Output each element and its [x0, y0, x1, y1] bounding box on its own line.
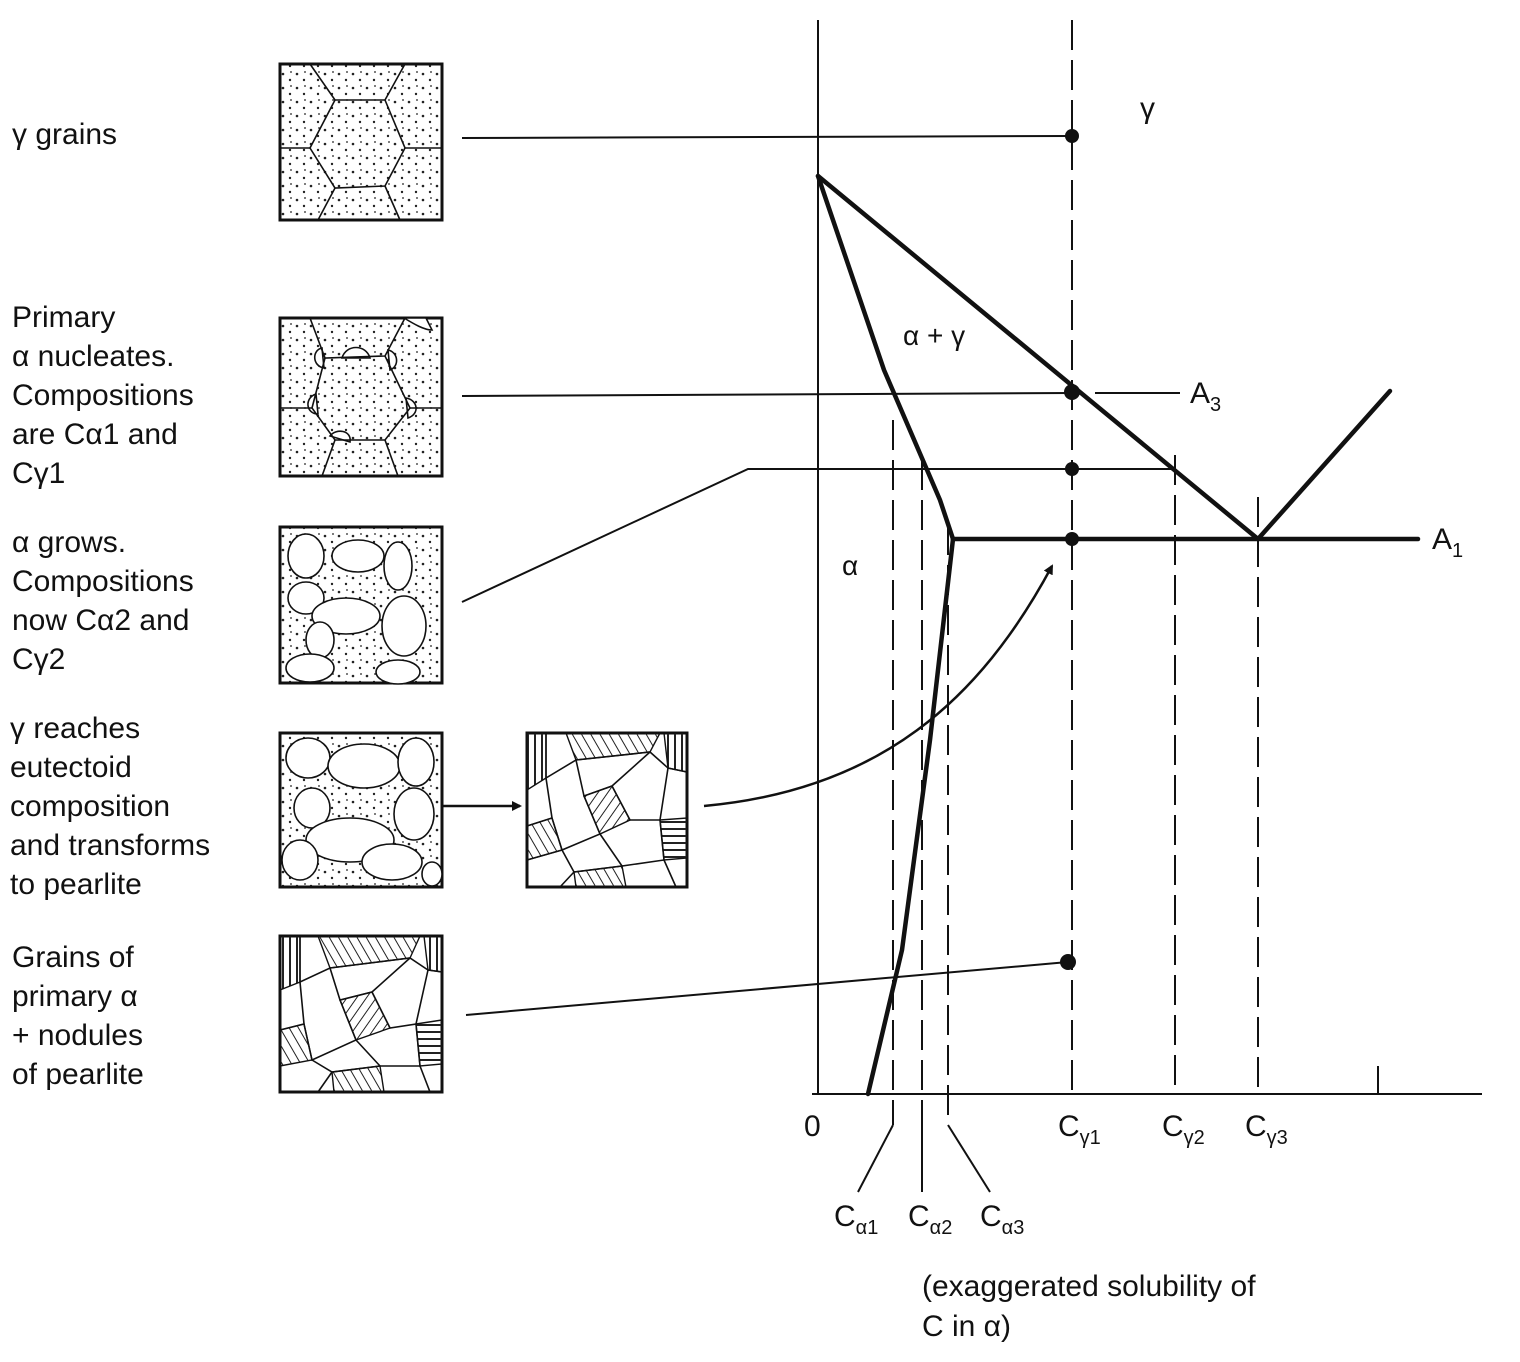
note-line-1: (exaggerated solubility of [922, 1270, 1256, 1303]
phase-boundaries [815, 173, 1421, 1097]
axis-origin-label: 0 [804, 1110, 821, 1143]
stage-label-primary-alpha-nucleates: Primary α nucleates. Compositions are Cα1 a… [12, 298, 194, 493]
stage-label-line: Grains of [12, 941, 134, 974]
micrograph-eutectoid-gamma [278, 731, 444, 889]
stage-label-gamma-grains: γ grains [12, 115, 117, 154]
a3-line [815, 173, 1261, 542]
stage-label-line: Compositions [12, 379, 194, 412]
stage-label-line: + nodules [12, 1019, 143, 1052]
alpha-solvus-upper [815, 173, 956, 542]
stage-label-line: eutectoid [10, 751, 132, 784]
a1-label: A1 [1432, 523, 1463, 562]
tick-label-c-alpha-3: Cα3 [980, 1200, 1024, 1239]
stage-label-line: Cγ2 [12, 643, 66, 676]
stage-label-line: to pearlite [10, 868, 142, 901]
stage-label-line: Primary [12, 301, 116, 334]
tick-label-c-gamma-2: Cγ2 [1162, 1110, 1205, 1149]
tick-label-c-alpha-2: Cα2 [908, 1200, 952, 1239]
micrograph-alpha-grows [278, 525, 444, 685]
micrograph-pearlite-formed [525, 731, 689, 889]
lower-tick-leaders [857, 1124, 991, 1193]
tick-label-c-gamma-3: Cγ3 [1245, 1110, 1288, 1149]
stage-label-line: Cγ1 [12, 457, 66, 490]
stage-label-line: and transforms [10, 829, 211, 862]
stage-label-line: γ grains [12, 118, 118, 151]
phase-label-alpha: α [842, 550, 858, 581]
a3-label: A3 [1190, 377, 1221, 416]
stage-label-line: primary α [12, 980, 138, 1013]
phase-label-gamma: γ [1140, 92, 1155, 125]
stage-label-line: γ reaches [10, 712, 141, 745]
tick-label-c-alpha-1: Cα1 [834, 1200, 878, 1239]
micrograph-gamma-grains [278, 62, 444, 222]
leader-lines [461, 135, 1180, 1016]
tick-label-c-gamma-1: Cγ1 [1058, 1110, 1101, 1149]
axes [812, 20, 1482, 1095]
stage-label-line: are Cα1 and [12, 418, 178, 451]
pearlite-arrow [703, 564, 1054, 808]
acm-line [1255, 388, 1393, 542]
note-line-2: C in α) [922, 1310, 1011, 1343]
stage-label-line: α grows. [12, 526, 127, 559]
stage-label-line: Compositions [12, 565, 194, 598]
stage-label-final-microstructure: Grains of primary α + nodules of pearlite [12, 938, 144, 1094]
phase-label-alpha-gamma: α + γ [903, 320, 965, 351]
micrograph-final-pearlite [278, 934, 444, 1094]
stage-label-line: now Cα2 and [12, 604, 190, 637]
stage-label-eutectoid-transform: γ reaches eutectoid composition and transfo… [10, 709, 210, 904]
stage-label-line: α nucleates. [12, 340, 175, 373]
micrograph-alpha-nucleates [278, 316, 444, 478]
stage-label-line: of pearlite [12, 1058, 144, 1091]
stage-label-line: composition [10, 790, 171, 823]
alpha-solvus-lower [865, 536, 956, 1097]
composition-points [1060, 129, 1080, 970]
